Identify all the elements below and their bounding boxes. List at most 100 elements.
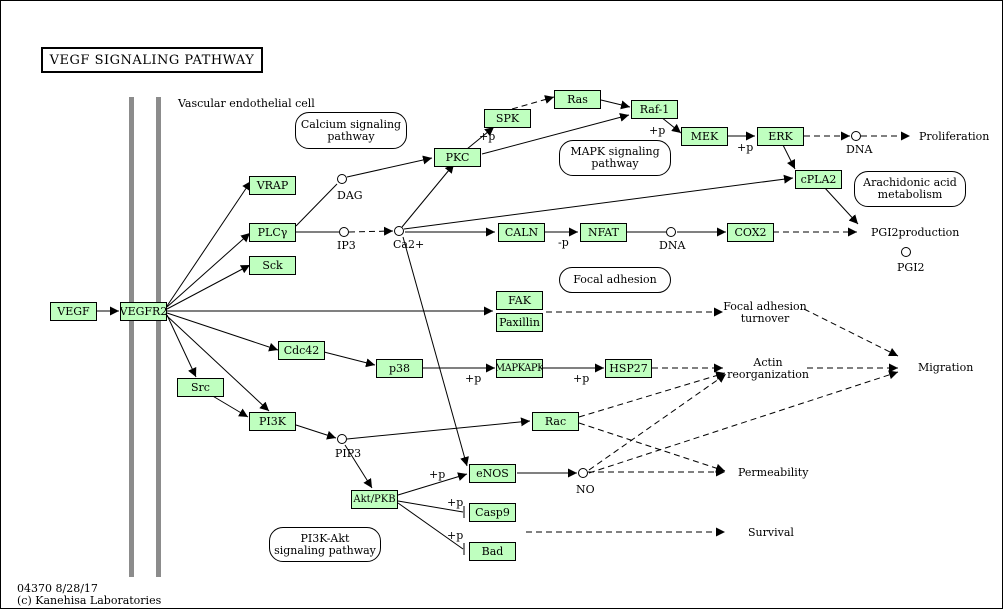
edge-ca-cpla2 [403, 174, 794, 230]
gene-node-pkc[interactable]: PKC [434, 148, 481, 167]
gene-node-erk[interactable]: ERK [757, 127, 804, 146]
compound-dag-label: DAG [337, 189, 363, 202]
compound-dna2-label: DNA [659, 239, 686, 252]
pathway-link-pi3k-akt[interactable]: PI3K-Akt signaling pathway [269, 527, 381, 562]
modifier-nfat: -p [558, 236, 569, 249]
modifier-enos: +p [429, 468, 446, 481]
edge-cdc42-p38 [323, 351, 376, 368]
gene-node-hsp27[interactable]: HSP27 [605, 359, 652, 378]
compound-pip3-label: PIP3 [335, 447, 362, 460]
gene-node-raf1[interactable]: Raf-1 [631, 100, 678, 119]
edge-vegfr2-sck [166, 264, 251, 310]
gene-node-nfat[interactable]: NFAT [580, 223, 627, 242]
outcome-survival: Survival [748, 526, 794, 539]
outcome-pgi2-production: PGI2production [871, 226, 960, 239]
pathway-link-mapk[interactable]: MAPK signaling pathway [559, 140, 671, 176]
edge-ip3-ca [348, 226, 394, 236]
edge-focal-migration [803, 308, 899, 357]
gene-node-rac[interactable]: Rac [532, 412, 579, 431]
gene-node-vegfr2[interactable]: VEGFR2 [120, 302, 167, 321]
gene-node-akt[interactable]: Akt/PKB [351, 490, 398, 509]
modifier-erk: +p [737, 141, 754, 154]
edge-plcg-dag [295, 183, 338, 227]
pathway-title: VEGF SIGNALING PATHWAY [41, 47, 263, 73]
gene-node-mapkapk[interactable]: MAPKAPK [496, 359, 543, 378]
pathway-link-arachidonic[interactable]: Arachidonic acid metabolism [854, 171, 966, 207]
edge-rac-permeability [578, 422, 726, 473]
compound-pip3-circle [337, 434, 347, 444]
edge-cpla2-pgi2prod [823, 186, 859, 225]
compound-ip3-label: IP3 [337, 239, 356, 252]
gene-node-plcg[interactable]: PLCγ [249, 223, 296, 242]
edge-pkc-spk [466, 126, 495, 150]
outcome-permeability: Permeability [738, 466, 809, 479]
compound-dna1-label: DNA [846, 143, 873, 156]
edge-erk-cpla2 [782, 144, 796, 170]
edge-raf1-mek [660, 116, 682, 134]
gene-node-cdc42[interactable]: Cdc42 [278, 341, 325, 360]
compound-ca-label: Ca2+ [393, 238, 425, 251]
compound-dna1-circle [851, 131, 861, 141]
compound-no-circle [578, 468, 588, 478]
edge-vegfr2-pi3k [166, 315, 270, 412]
modifier-spk: +p [479, 130, 496, 143]
edge-akt-bad [397, 502, 464, 550]
pathway-link-focal-adhesion[interactable]: Focal adhesion [559, 267, 671, 293]
gene-node-mek[interactable]: MEK [681, 127, 728, 146]
gene-node-pi3k[interactable]: PI3K [249, 412, 296, 431]
edge-vegfr2-vrap [166, 180, 252, 307]
edge-vegfr2-src [166, 314, 197, 378]
gene-node-ras[interactable]: Ras [554, 90, 601, 109]
gene-node-caln[interactable]: CALN [498, 223, 545, 242]
compound-dna2-circle [666, 227, 676, 237]
edge-pip3-rac [346, 417, 531, 440]
gene-node-spk[interactable]: SPK [484, 109, 531, 128]
gene-node-vegf[interactable]: VEGF [50, 302, 97, 321]
gene-node-bad[interactable]: Bad [469, 542, 516, 561]
membrane-bar-right [156, 97, 161, 577]
compound-pgi2-circle [901, 247, 911, 257]
gene-node-cpla2[interactable]: cPLA2 [795, 170, 842, 189]
modifier-mapkapk: +p [465, 372, 482, 385]
outcome-migration: Migration [918, 361, 974, 374]
edge-akt-enos [397, 472, 468, 496]
modifier-hsp27: +p [573, 372, 590, 385]
edge-pip3-akt [344, 444, 373, 489]
edge-pi3k-pip3 [295, 424, 337, 440]
gene-node-enos[interactable]: eNOS [469, 464, 516, 483]
outcome-focal-turnover-line2: turnover [740, 312, 790, 325]
edge-ca-enos [402, 236, 469, 467]
edge-rac-actin [578, 371, 726, 418]
cell-label: Vascular endothelial cell [178, 97, 315, 110]
membrane-bar-left [129, 97, 134, 577]
gene-node-fak[interactable]: FAK [496, 291, 543, 310]
edge-dag-pkc [346, 155, 433, 178]
edge-no-actin [588, 373, 727, 471]
gene-node-vrap[interactable]: VRAP [249, 176, 296, 195]
edge-spk-ras [511, 95, 555, 110]
compound-pgi2-label: PGI2 [897, 261, 925, 274]
edge-no-migration [588, 370, 899, 474]
gene-node-p38[interactable]: p38 [376, 359, 423, 378]
gene-node-src[interactable]: Src [177, 378, 224, 397]
modifier-bad: +p [447, 529, 464, 542]
gene-node-casp9[interactable]: Casp9 [469, 503, 516, 522]
outcome-focal-turnover-line1: Focal adhesion [723, 300, 807, 313]
modifier-mek: +p [649, 124, 666, 137]
footer-code-date: 04370 8/28/17 [17, 582, 98, 595]
footer-copyright: (c) Kanehisa Laboratories [17, 594, 162, 607]
edge-pkc-raf1 [481, 112, 630, 155]
edge-akt-casp9 [397, 500, 464, 513]
gene-node-paxillin[interactable]: Paxillin [496, 313, 543, 332]
outcome-proliferation: Proliferation [919, 130, 990, 143]
outcome-actin-line2: reorganization [727, 368, 809, 381]
edge-src-pi3k [210, 394, 249, 418]
gene-node-cox2[interactable]: COX2 [727, 223, 774, 242]
edge-vegfr2-cdc42 [166, 312, 279, 352]
pathway-link-calcium[interactable]: Calcium signaling pathway [295, 112, 407, 149]
gene-node-sck[interactable]: Sck [249, 256, 296, 275]
outcome-actin-line1: Actin [753, 356, 783, 369]
compound-ip3-circle [339, 227, 349, 237]
